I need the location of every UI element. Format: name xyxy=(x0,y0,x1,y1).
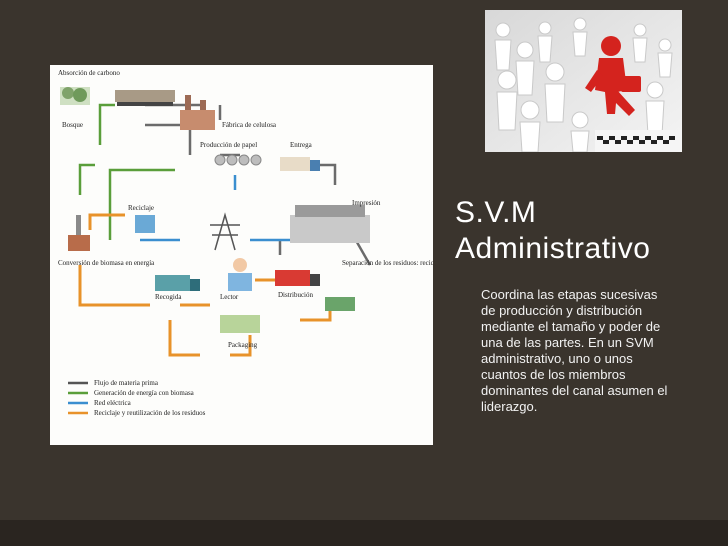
legend-item-4: Reciclaje y reutilización de los residuo… xyxy=(94,409,206,417)
legend-item-3: Red eléctrica xyxy=(94,399,132,407)
label-reciclaje: Reciclaje xyxy=(128,204,154,212)
label-separacion: Separación de los residuos: reciclado o … xyxy=(342,259,433,267)
label-bosque: Bosque xyxy=(62,121,83,129)
slide-body: Coordina las etapas sucesivas de producc… xyxy=(481,287,668,414)
label-distribucion: Distribución xyxy=(278,291,313,299)
legend: Flujo de materia prima Generación de ene… xyxy=(68,379,206,417)
legend-item-2: Generación de energía con biomasa xyxy=(94,389,195,397)
title-line-2: Administrativo xyxy=(455,232,651,265)
supply-chain-diagram: Absorción de carbono Bosque Fábrica de c… xyxy=(50,65,433,445)
label-conversion: Conversión de biomasa en energía xyxy=(58,259,155,267)
label-impresion: Impresión xyxy=(352,199,381,207)
label-fabrica: Fábrica de celulosa xyxy=(222,121,277,129)
label-packaging: Packaging xyxy=(228,341,258,349)
label-absorcion: Absorción de carbono xyxy=(58,69,120,77)
label-entrega: Entrega xyxy=(290,141,313,149)
title-line-1: S.V.M xyxy=(455,196,537,229)
legend-item-1: Flujo de materia prima xyxy=(94,379,159,387)
label-lector: Lector xyxy=(220,293,239,301)
footer-band xyxy=(0,520,728,546)
label-recogida: Recogida xyxy=(155,293,182,301)
leader-photo xyxy=(485,10,682,152)
slide-title: S.V.M Administrativo xyxy=(455,195,720,267)
label-produccion: Producción de papel xyxy=(200,141,257,149)
